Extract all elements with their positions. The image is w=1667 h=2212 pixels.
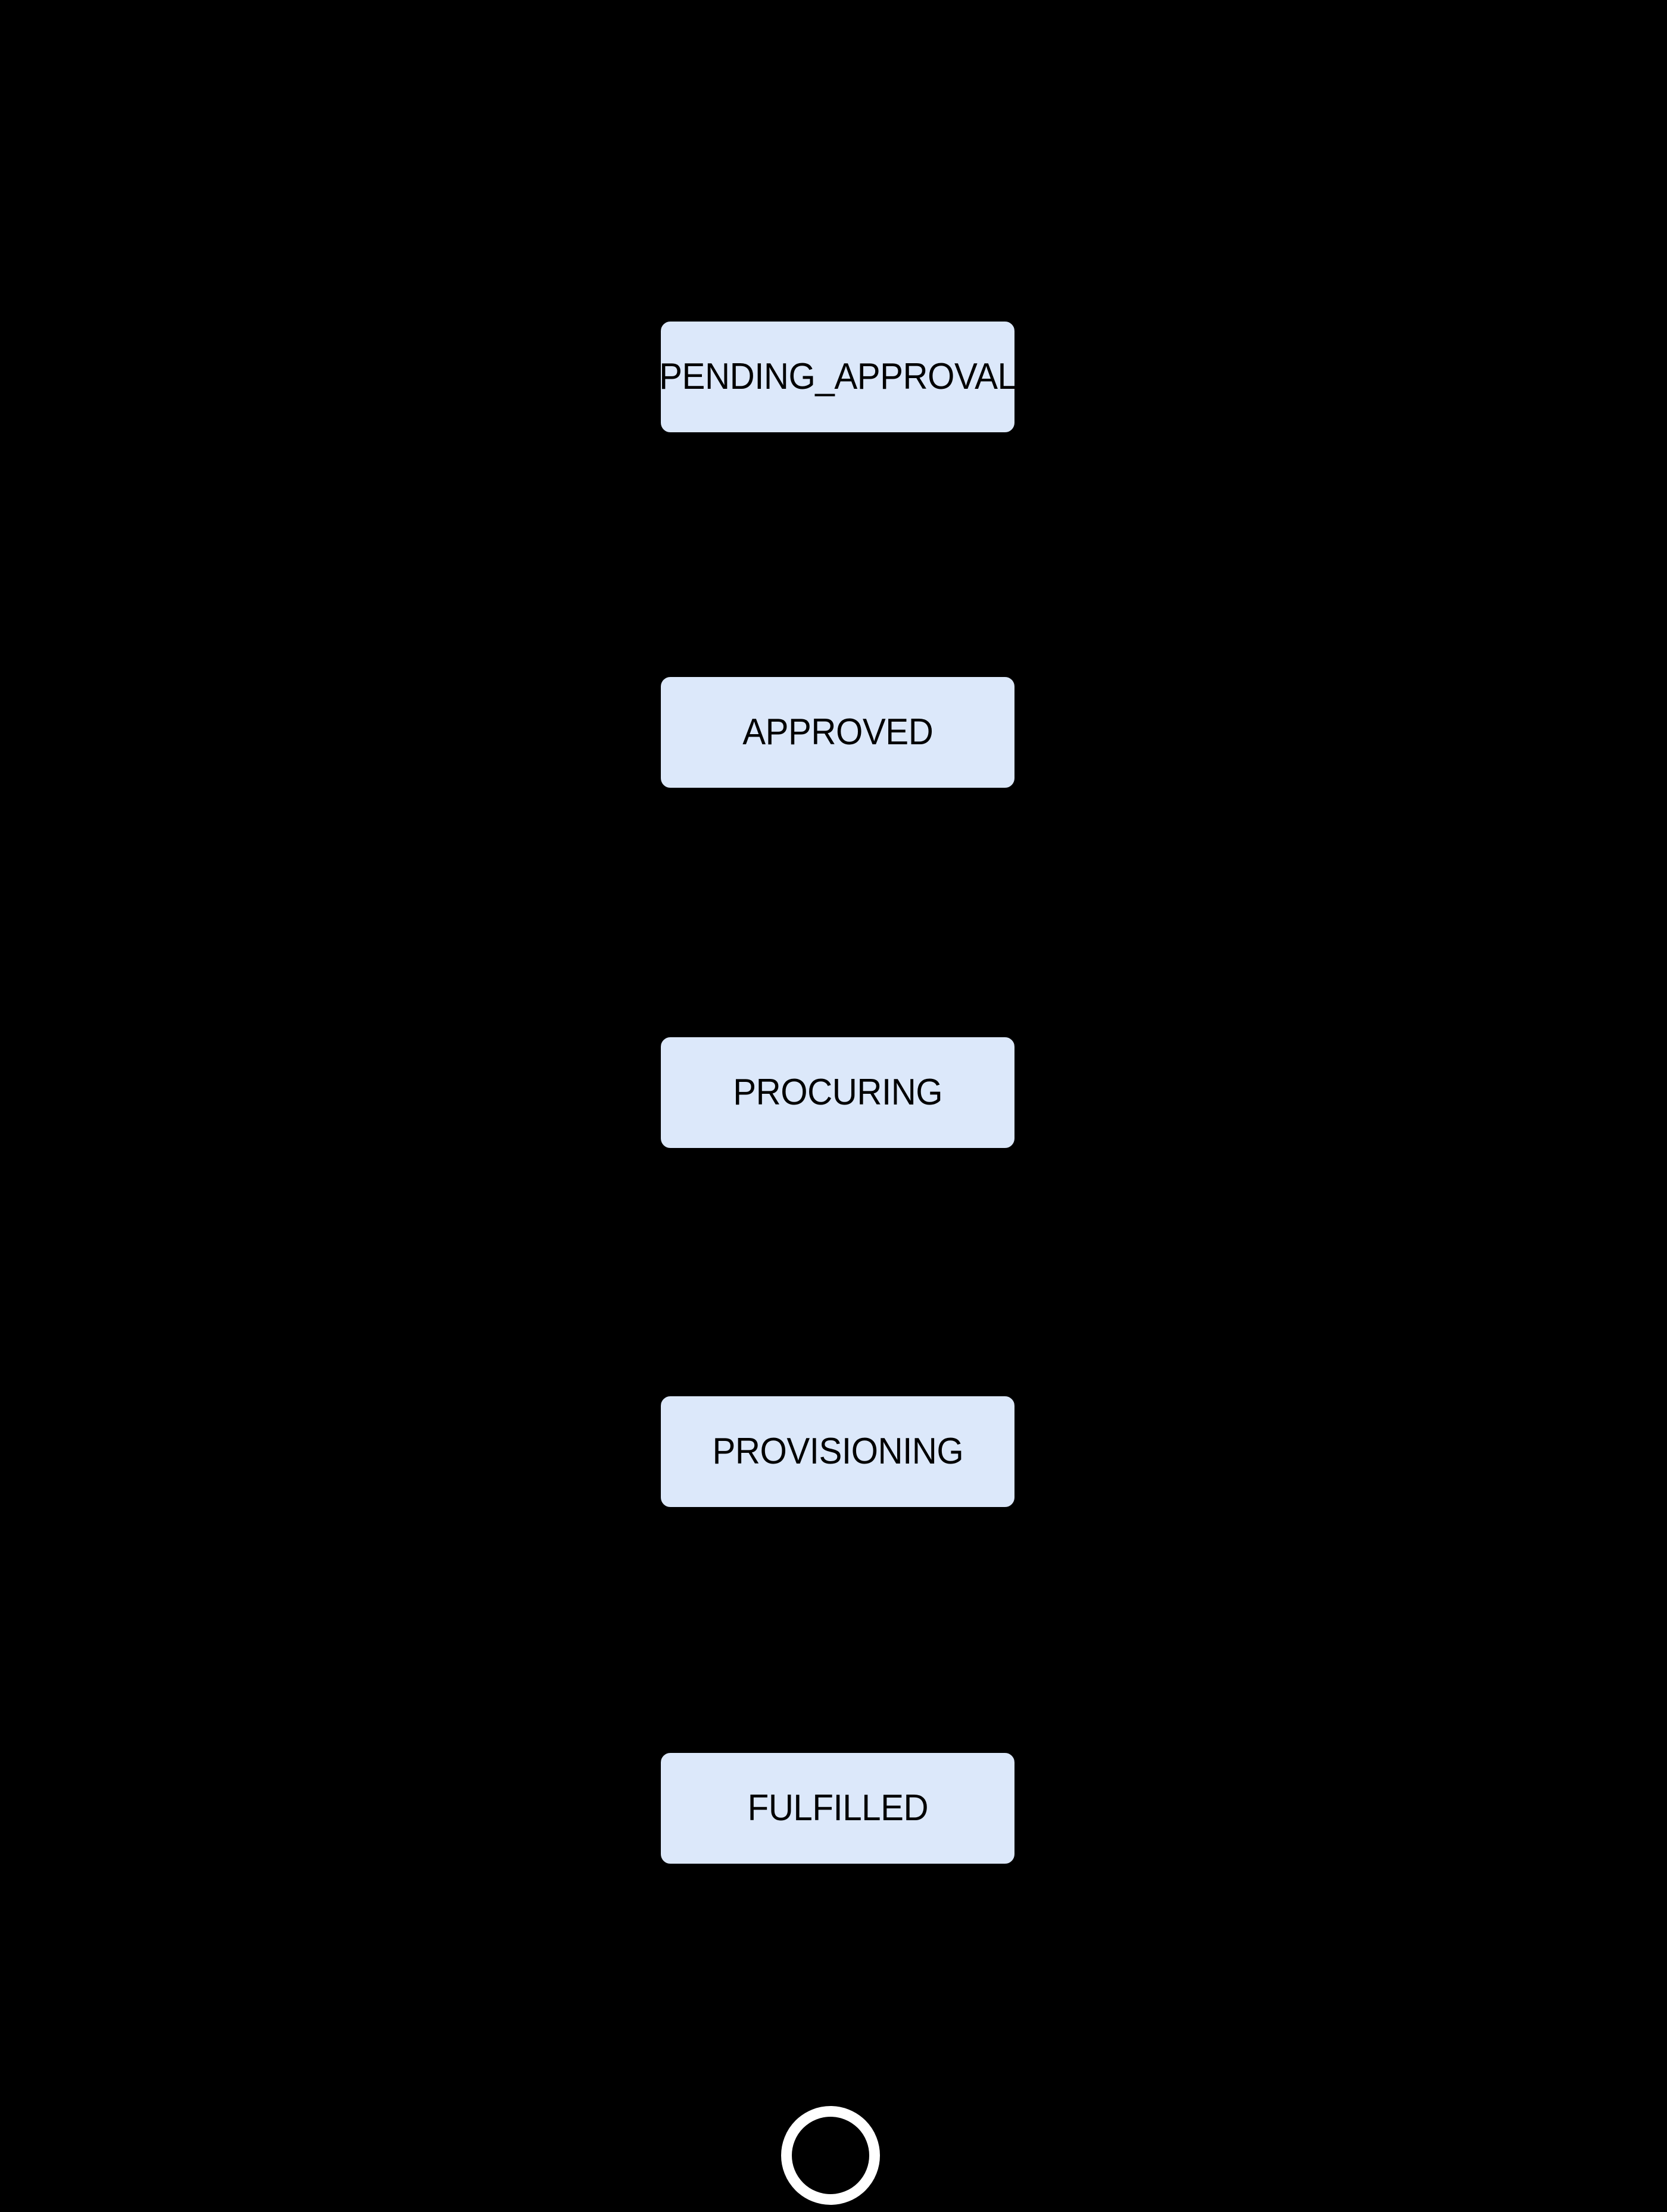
node-approved[interactable]: APPROVED bbox=[660, 676, 1016, 789]
node-label-pending-approval: PENDING_APPROVAL bbox=[658, 356, 1017, 397]
node-label-approved: APPROVED bbox=[742, 712, 934, 753]
node-label-procuring: PROCURING bbox=[733, 1072, 942, 1113]
node-procuring[interactable]: PROCURING bbox=[660, 1036, 1016, 1149]
node-label-fulfilled: FULFILLED bbox=[747, 1787, 928, 1829]
node-label-provisioning: PROVISIONING bbox=[712, 1431, 963, 1472]
node-provisioning[interactable]: PROVISIONING bbox=[660, 1395, 1016, 1508]
node-fulfilled[interactable]: FULFILLED bbox=[660, 1752, 1016, 1865]
edge-fulfilled-to-end-state bbox=[817, 1864, 847, 2110]
node-pending-approval[interactable]: PENDING_APPROVAL bbox=[658, 320, 1017, 433]
terminal-end-state-ring[interactable] bbox=[781, 2106, 880, 2205]
